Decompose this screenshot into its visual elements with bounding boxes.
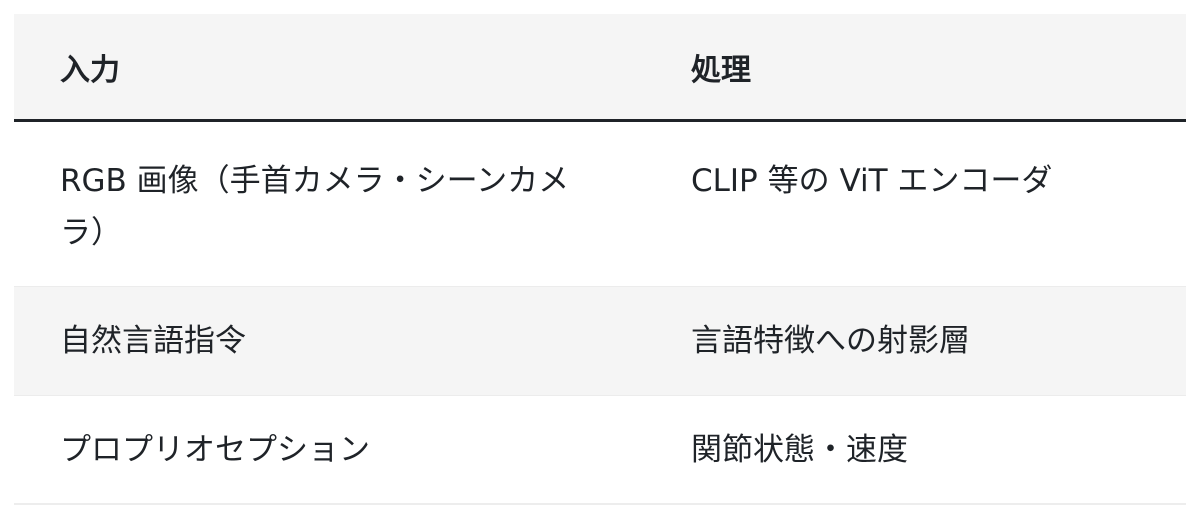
- header-input: 入力: [60, 52, 120, 88]
- cell-input: RGB 画像（手首カメラ・シーンカメラ）: [60, 163, 570, 251]
- cell-processing: 言語特徴への射影層: [691, 323, 970, 359]
- cell-processing: 関節状態・速度: [691, 431, 908, 468]
- table-row: 自然言語指令 言語特徴への射影層: [14, 287, 1186, 396]
- cell-processing: CLIP 等の ViT エンコーダ: [691, 163, 1053, 199]
- data-table: 入力 処理 RGB 画像（手首カメラ・シーンカメラ） CLIP 等の ViT エ…: [14, 14, 1186, 505]
- table-row: プロプリオセプション 関節状態・速度: [14, 396, 1186, 505]
- cell-input: プロプリオセプション: [60, 431, 370, 468]
- table-header-row: 入力 処理: [14, 14, 1186, 122]
- table-row: RGB 画像（手首カメラ・シーンカメラ） CLIP 等の ViT エンコーダ: [14, 122, 1186, 287]
- header-processing: 処理: [691, 52, 751, 88]
- cell-input: 自然言語指令: [60, 323, 246, 359]
